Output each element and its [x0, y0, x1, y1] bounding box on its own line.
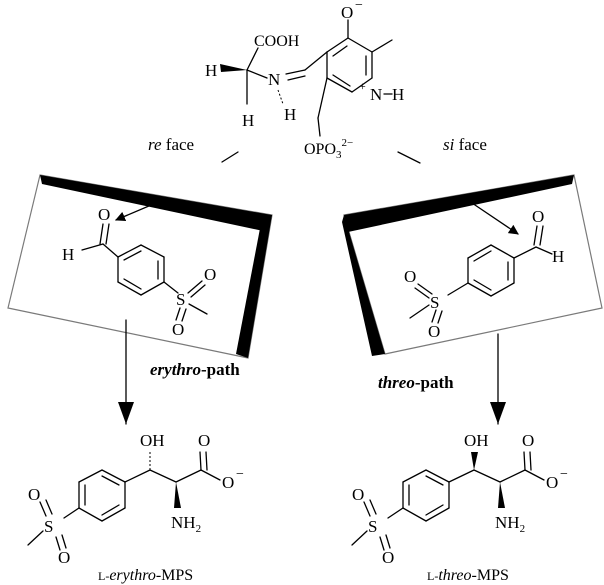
svg-text:NH2: NH2 — [495, 513, 525, 535]
svg-text:S: S — [44, 517, 53, 536]
svg-text:O: O — [404, 267, 416, 286]
svg-text:O: O — [28, 485, 40, 504]
right-product-name: L-threo-MPS — [427, 567, 509, 584]
svg-text:O: O — [222, 473, 234, 492]
threo-arrow-head — [490, 402, 506, 424]
si-face-mark — [397, 151, 421, 164]
re-face-label: re face — [148, 135, 194, 154]
carboxyl-group: COOH — [254, 33, 300, 50]
svg-text:H: H — [552, 247, 564, 266]
svg-text:O: O — [546, 473, 558, 492]
imine-hydrogen: H — [284, 105, 296, 124]
alpha-hydrogen-down: H — [242, 111, 254, 130]
threo-path-label: threo-path — [378, 373, 454, 392]
right-benzaldehyde: O H S O O — [404, 207, 564, 341]
phosphate-group: OPO32− — [304, 137, 353, 161]
svg-text:O: O — [98, 205, 110, 224]
plp-aldimine-structure: O − N + H OPO32− N H COOH H H — [205, 0, 404, 161]
svg-text:O: O — [352, 485, 364, 504]
left-benzaldehyde: O H S O O — [62, 205, 216, 339]
phenolate-charge: − — [355, 0, 363, 13]
left-attack-arrow — [115, 199, 164, 222]
svg-text:O: O — [428, 322, 440, 341]
left-product-name: L-erythro-MPS — [98, 567, 193, 584]
svg-text:S: S — [176, 290, 185, 309]
svg-text:OH: OH — [464, 431, 489, 450]
phenolate-oxygen: O — [341, 3, 353, 22]
pyridinium-hydrogen: H — [392, 85, 404, 104]
svg-text:O: O — [522, 431, 534, 450]
pyridinium-charge: + — [359, 79, 366, 93]
svg-text:NH2: NH2 — [171, 513, 201, 535]
svg-text:OH: OH — [140, 431, 165, 450]
erythro-path-label: erythro-path — [150, 360, 240, 379]
svg-text:S: S — [430, 293, 439, 312]
svg-text:O: O — [198, 431, 210, 450]
si-face-label: si face — [443, 135, 487, 154]
alpha-hydrogen-left: H — [205, 61, 217, 80]
left-panel: O H S O O — [7, 174, 273, 359]
svg-text:O: O — [532, 207, 544, 226]
svg-text:S: S — [368, 517, 377, 536]
right-panel: O H S O O — [342, 174, 603, 356]
svg-text:O: O — [172, 320, 184, 339]
right-attack-arrow — [471, 202, 519, 235]
svg-text:−: − — [236, 467, 244, 482]
svg-text:O: O — [58, 548, 70, 567]
pyridine-ring — [326, 37, 373, 93]
left-product-structure: S O O OH NH2 O O − — [27, 431, 244, 567]
svg-text:−: − — [560, 467, 568, 482]
imine-nitrogen: N — [268, 70, 280, 89]
right-product-structure: S O O OH NH2 O O − — [351, 431, 568, 567]
svg-text:O: O — [382, 548, 394, 567]
erythro-arrow-head — [118, 402, 134, 424]
re-face-mark — [221, 151, 239, 163]
pyridinium-nitrogen: N — [370, 85, 382, 104]
svg-text:O: O — [204, 265, 216, 284]
svg-text:H: H — [62, 245, 74, 264]
